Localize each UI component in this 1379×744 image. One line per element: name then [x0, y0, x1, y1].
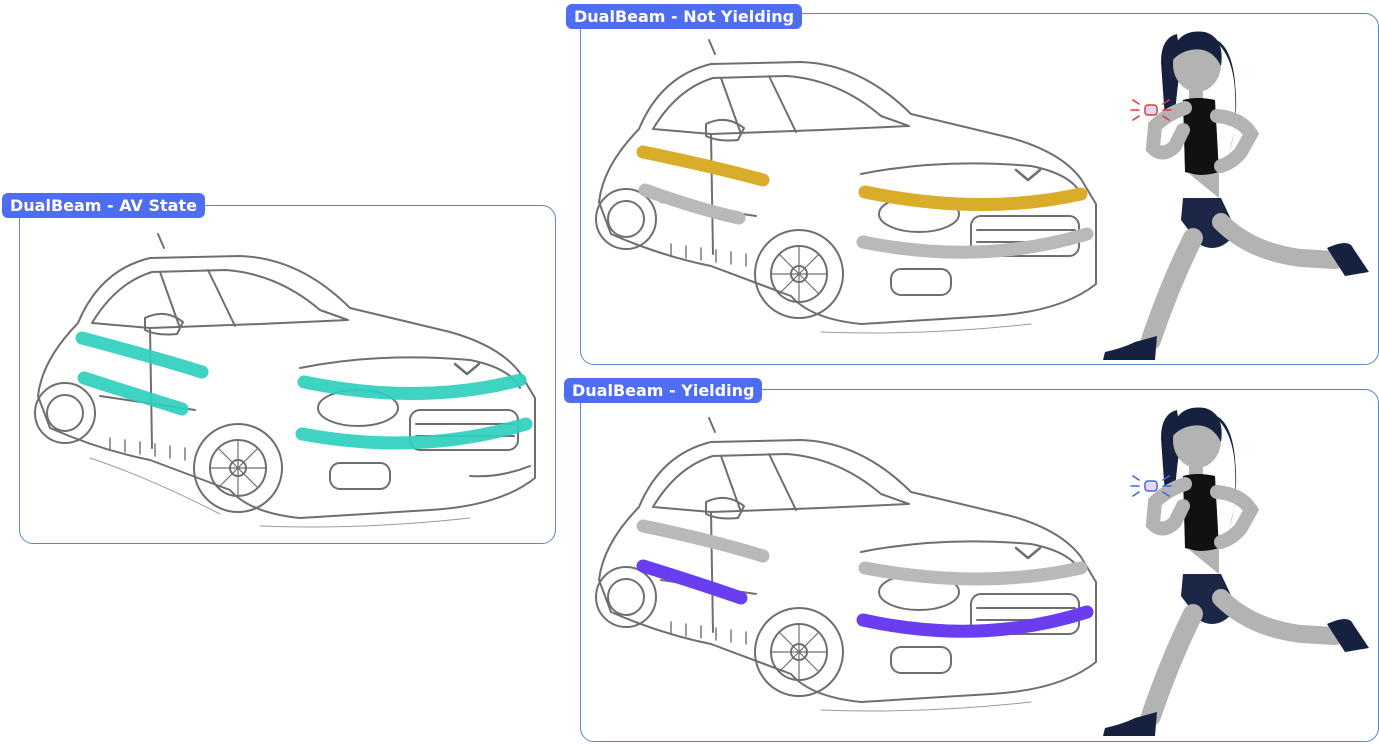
av-state-scene [34, 233, 536, 528]
yielding-scene [595, 407, 1369, 736]
car-sketch-icon [595, 417, 1097, 712]
panel-not-yielding [580, 13, 1379, 365]
beam-front-upper [858, 185, 1088, 212]
beam-side-lower [638, 183, 746, 225]
smartwatch-vibration-icon [1130, 99, 1172, 121]
av-beams [75, 331, 533, 450]
panel-label-av-state: DualBeam - AV State [2, 193, 205, 218]
smartwatch-vibration-icon [1130, 475, 1172, 497]
beam-side-lower [77, 371, 189, 416]
yielding-beams [636, 519, 1094, 638]
panel-yielding [580, 389, 1379, 742]
beam-side-upper [636, 145, 770, 187]
panel-label-yielding: DualBeam - Yielding [564, 378, 763, 403]
runner-pedestrian-icon [1103, 407, 1369, 736]
runner-pedestrian-icon [1103, 31, 1369, 360]
beam-front-lower [295, 417, 533, 450]
panel-av-state [19, 205, 556, 544]
beam-front-lower [856, 605, 1094, 638]
beam-front-lower [856, 227, 1094, 259]
beam-front-upper [297, 373, 527, 401]
panel-label-not-yielding: DualBeam - Not Yielding [566, 4, 803, 29]
car-sketch-icon [595, 39, 1097, 334]
beam-side-upper [636, 519, 770, 563]
beam-side-lower [636, 559, 748, 605]
beam-side-upper [75, 331, 209, 379]
beam-front-upper [858, 561, 1088, 586]
not-yielding-beams [636, 145, 1094, 259]
not-yielding-scene [595, 31, 1369, 360]
